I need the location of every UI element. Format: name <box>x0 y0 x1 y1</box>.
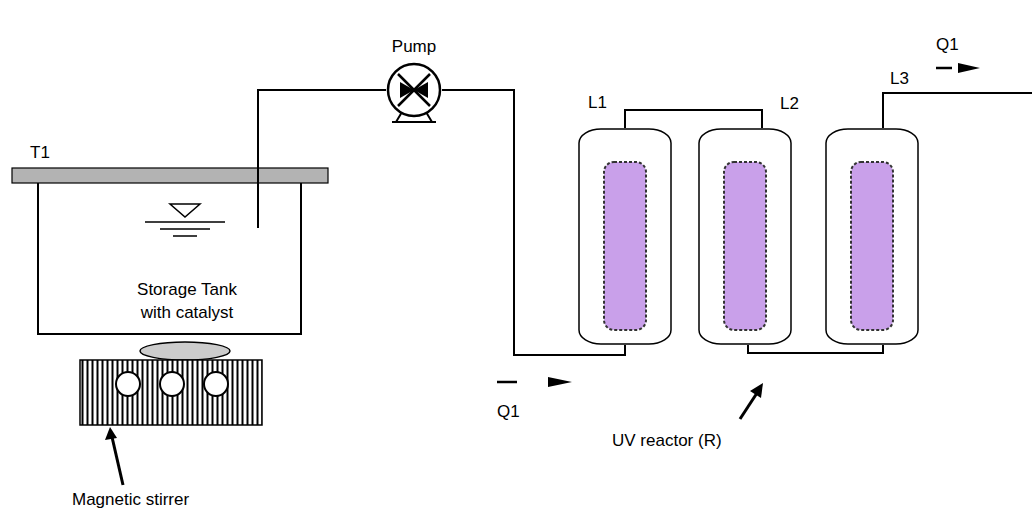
node-label: L2 <box>780 93 799 116</box>
flow-arrow <box>958 63 980 73</box>
leader-arrowhead <box>105 427 117 440</box>
reactor-outline <box>825 128 919 345</box>
node-label: L1 <box>588 92 607 115</box>
leader-arrowhead <box>750 383 763 398</box>
node-label: Pump <box>392 36 436 59</box>
pipe-connector <box>748 345 883 353</box>
pump-impeller <box>398 74 430 106</box>
node-label: L3 <box>890 68 909 91</box>
uv-reactor-column: L1 <box>578 128 672 345</box>
uv-lamp <box>724 162 766 330</box>
reactor-vessel <box>826 129 918 344</box>
pump-impeller <box>400 82 428 98</box>
pipe-connector <box>258 90 386 183</box>
uv-lamp <box>851 162 893 330</box>
leader-line <box>112 437 123 485</box>
uv-lamp <box>604 162 646 330</box>
tank-lid <box>12 168 328 183</box>
flow-rate: Q1 <box>497 401 520 423</box>
suction-pipe <box>257 183 259 228</box>
leader-line <box>740 393 757 419</box>
reactor-vessel <box>579 129 671 344</box>
stirrer-knob <box>204 372 228 396</box>
part-label: Magnetic stirrer <box>72 489 189 511</box>
flow-arrow <box>497 381 517 384</box>
pump-casing <box>388 64 440 116</box>
water-level-symbol <box>170 204 200 217</box>
stir-bar <box>140 342 230 360</box>
stirrer-knob <box>116 372 140 396</box>
node-label: Storage Tank with catalyst <box>122 279 252 325</box>
reactor-outline <box>578 128 672 345</box>
pipe-connector <box>625 110 762 128</box>
pump: Pump <box>386 62 442 118</box>
part-label: UV reactor (R) <box>612 430 722 452</box>
flow-arrow <box>548 377 572 387</box>
reactor-outline <box>698 128 792 345</box>
reactor-vessel <box>699 129 791 344</box>
stirrer-knob <box>160 372 184 396</box>
flow-arrow <box>936 67 952 70</box>
flow-rate: Q1 <box>936 34 959 56</box>
uv-reactor-column: L3 <box>825 128 919 345</box>
water-level-lines <box>145 222 225 236</box>
pump-symbol <box>386 62 442 118</box>
storage-tank: Storage Tank with catalyst <box>37 183 302 335</box>
magnetic-stirrer <box>80 360 262 425</box>
tank-tag: T1 <box>30 142 50 164</box>
outlet-pipe <box>883 93 1032 128</box>
uv-reactor-column: L2 <box>698 128 792 345</box>
